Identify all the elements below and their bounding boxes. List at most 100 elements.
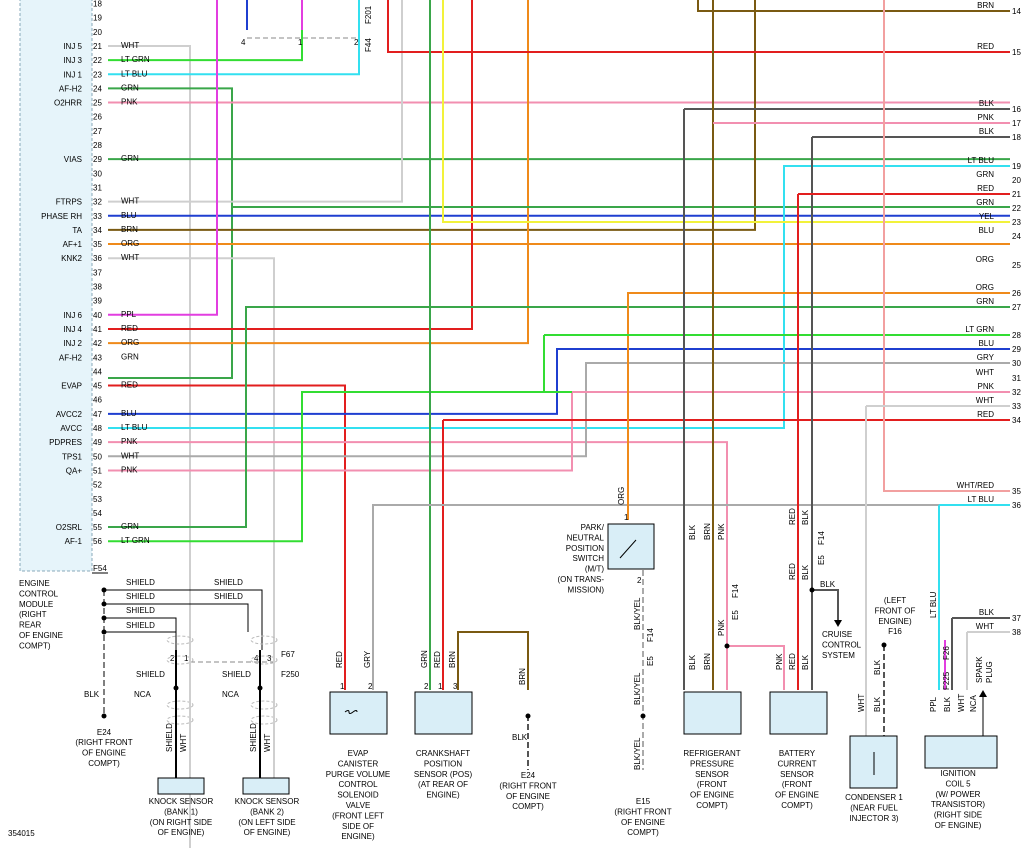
- ecm-pin-wire-color: PNK: [121, 98, 138, 107]
- wire-label: BLK/YEL: [633, 737, 642, 770]
- batt-pnk: [727, 645, 785, 690]
- wire-label: BLK: [688, 654, 697, 670]
- ecm-pin-number: 45: [93, 382, 102, 391]
- battery-sensor-label: SENSOR: [780, 770, 814, 779]
- wire-label: BLK: [873, 696, 882, 712]
- pin-label: 1: [438, 682, 443, 691]
- splice-dot: [101, 629, 107, 635]
- right-line-number: 23: [1012, 218, 1021, 227]
- cruise-control-label: CRUISE: [822, 630, 852, 639]
- arrow-down: [834, 620, 842, 627]
- ecm-pin-number: 47: [93, 410, 102, 419]
- condenser-connector-label: FRONT OF: [875, 606, 916, 615]
- battery-sensor-label: COMPT): [781, 801, 813, 810]
- wire-label: ORG: [617, 487, 626, 505]
- ecm-pin-number: 51: [93, 466, 102, 475]
- ecm-pin-number: 22: [93, 56, 102, 65]
- ecm-pin-name: PDPRES: [49, 438, 82, 447]
- af1b-wire: [108, 391, 572, 543]
- inj4-wire: [108, 0, 473, 330]
- ignition-coil-label: OF ENGINE): [935, 821, 982, 830]
- pin-label: 2: [354, 38, 359, 47]
- ecm-pin-name: AF-1: [65, 537, 83, 546]
- knock-sensor-2-label: OF ENGINE): [244, 828, 291, 837]
- right-line-color: GRN: [976, 297, 994, 306]
- right-line-color: ORG: [976, 255, 994, 264]
- right-line-number: 27: [1012, 303, 1021, 312]
- splice-dot: [101, 601, 107, 607]
- ecm-pin-wire-color: GRN: [121, 154, 139, 163]
- wire-label: BRN: [448, 651, 457, 668]
- shield-braid: [250, 655, 278, 665]
- battery-sensor-label: BATTERY: [779, 749, 816, 758]
- pin-label: 2: [637, 576, 642, 585]
- park-neutral-switch-label: SWITCH: [572, 554, 604, 563]
- evap-label: CONTROL: [338, 780, 378, 789]
- right-line-color: WHT/RED: [957, 481, 995, 490]
- wire-label: PNK: [717, 619, 726, 636]
- ecm-pin-number: 43: [93, 353, 102, 362]
- wire-label: NCA: [969, 694, 978, 712]
- pin-label: 3: [267, 654, 272, 663]
- right-line-color: BRN: [977, 1, 994, 10]
- right-line-color: LT GRN: [965, 325, 994, 334]
- right-line-number: 22: [1012, 204, 1021, 213]
- ecm-connector-id: F54: [93, 564, 107, 573]
- brn14-wire: [697, 0, 1010, 12]
- knock-sensor-2-label: KNOCK SENSOR: [235, 797, 300, 806]
- ecm-pin-number: 55: [93, 523, 102, 532]
- ecm-label: REAR: [19, 621, 41, 630]
- ecm-pin-name: INJ 3: [63, 56, 82, 65]
- e15-ground-label: COMPT): [627, 828, 659, 837]
- refrigerant-sensor-label: PRESSURE: [690, 759, 734, 768]
- knock-sensor-1-label: (ON RIGHT SIDE: [150, 818, 213, 827]
- nca-label: NCA: [134, 690, 152, 699]
- evap-valve-box: [329, 691, 388, 735]
- connector-id: F225: [942, 671, 951, 690]
- shield-label: SHIELD: [214, 578, 243, 587]
- shield-label: SHIELD: [222, 670, 251, 679]
- crank-sensor-label: CRANKSHAFT: [416, 749, 470, 758]
- refrigerant-sensor-label: REFRIGERANT: [683, 749, 740, 758]
- ecm-pin-number: 48: [93, 424, 102, 433]
- evap-label: SOLENOID: [337, 791, 379, 800]
- crank-brn: [457, 631, 529, 690]
- ecm-label: ENGINE: [19, 579, 50, 588]
- right-line-number: 20: [1012, 176, 1021, 185]
- shield-label: SHIELD: [126, 621, 155, 630]
- splice-dot: [809, 587, 815, 593]
- wire-label: PNK: [717, 523, 726, 540]
- ecm-pin-wire-color: LT BLU: [121, 423, 148, 432]
- shield-braid: [166, 715, 194, 725]
- connector-id: F250: [281, 670, 300, 679]
- afh2-wire: [108, 87, 233, 379]
- ecm-pin-number: 46: [93, 396, 102, 405]
- pin-label: 1: [184, 654, 189, 663]
- ground-id: E24: [97, 728, 112, 737]
- ecm-pin-wire-color: LT GRN: [121, 536, 150, 545]
- wire-label: LT BLU: [929, 591, 938, 618]
- crank-sensor-box: [414, 691, 473, 735]
- ecm-label: OF ENGINE: [19, 631, 63, 640]
- right-line-color: PNK: [978, 382, 995, 391]
- ecm-pin-name: VIAS: [64, 155, 82, 164]
- pin-label: 2: [368, 682, 373, 691]
- ecm-pin-number: 42: [93, 339, 102, 348]
- ecm-pin-wire-color: PPL: [121, 310, 137, 319]
- right-line-number: 36: [1012, 501, 1021, 510]
- wire-label: PLUG: [985, 661, 994, 683]
- ecm-pin-number: 36: [93, 254, 102, 263]
- ecm-pin-wire-color: ORG: [121, 239, 139, 248]
- ecm-pin-number: 19: [93, 14, 102, 23]
- pin-label: 2: [424, 682, 429, 691]
- ecm-pin-number: 32: [93, 198, 102, 207]
- pnp-org: [627, 292, 1010, 520]
- ecm-pin-number: 49: [93, 438, 102, 447]
- ecm-pin-name: O2HRR: [54, 99, 82, 108]
- e15-ground-label: E15: [636, 797, 651, 806]
- shield-braid: [166, 655, 194, 665]
- ecm-pin-name: QA+: [66, 466, 83, 475]
- ground-label: OF ENGINE: [82, 748, 126, 757]
- right-line-color: GRY: [977, 353, 995, 362]
- right-line-number: 16: [1012, 105, 1021, 114]
